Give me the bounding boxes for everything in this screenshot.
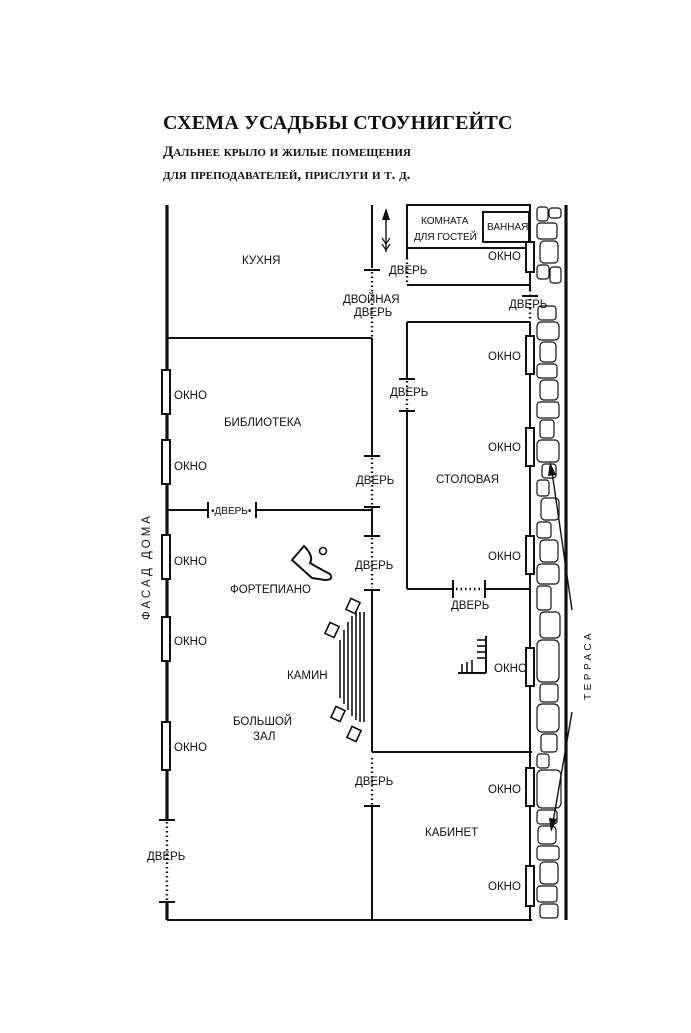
door-label: ДВЕРЬ [355, 776, 393, 788]
room-library-label: БИБЛИОТЕКА [224, 417, 302, 429]
window-label: ОКНО [494, 663, 527, 675]
terrace-stones [536, 206, 562, 919]
library-window-1 [161, 369, 171, 415]
room-piano-label: ФОРТЕПИАНО [230, 584, 311, 596]
up-arrow-icon [381, 208, 391, 252]
room-hall-label-2: ЗАЛ [253, 731, 275, 743]
fireplace-icon [323, 597, 365, 743]
terrace-label: ТЕРРАСА [583, 630, 594, 700]
door-label: ДВЕРЬ [451, 600, 489, 612]
window-label: ОКНО [174, 556, 207, 568]
diagram-title: СХЕМА УСАДЬБЫ СТОУНИГЕЙТС [163, 112, 513, 134]
double-door-label-1: ДВОЙНАЯ [343, 293, 400, 306]
staircase-icon [458, 636, 487, 674]
door-label: ДВЕРЬ [355, 560, 393, 572]
east-windows [525, 241, 535, 907]
library-door-label: •ДВЕРЬ• [211, 506, 252, 517]
piano-icon [290, 544, 333, 582]
double-door-label-2: ДВЕРЬ [354, 307, 392, 319]
terrace-pointers [548, 462, 573, 832]
door-label: ДВЕРЬ [356, 475, 394, 487]
window-label: ОКНО [174, 636, 207, 648]
window-label: ОКНО [488, 351, 521, 363]
window-label: ОКНО [174, 390, 207, 402]
piano-stool-icon [318, 546, 328, 556]
hall-window-2 [161, 616, 171, 662]
window-label: ОКНО [174, 742, 207, 754]
room-dining-label: СТОЛОВАЯ [436, 474, 499, 486]
room-guest-label-1: КОМНАТА [421, 216, 469, 227]
door-label: ДВЕРЬ [147, 851, 185, 863]
library-window-2 [161, 439, 171, 485]
diagram-subtitle-line1: Дальнее крыло и жилые помещения [163, 144, 411, 160]
door-label: ДВЕРЬ [389, 265, 427, 277]
window-label: ОКНО [488, 251, 521, 263]
hall-window-1 [161, 534, 171, 580]
diagram-subtitle-line2: для преподавателей, прислуги и т. д. [163, 167, 411, 183]
room-bathroom-label: ВАННАЯ [487, 222, 528, 233]
facade-label: ФАСАД ДОМА [141, 513, 153, 620]
door-label: ДВЕРЬ [390, 387, 428, 399]
window-label: ОКНО [488, 881, 521, 893]
window-label: ОКНО [488, 442, 521, 454]
window-label: ОКНО [174, 461, 207, 473]
window-label: ОКНО [488, 784, 521, 796]
room-hall-label-1: БОЛЬШОЙ [233, 715, 292, 728]
door-label: ДВЕРЬ [509, 299, 547, 311]
room-kitchen-label: КУХНЯ [242, 255, 280, 267]
hall-window-3 [161, 721, 171, 771]
facade-windows [161, 369, 171, 771]
room-study-label: КАБИНЕТ [425, 827, 478, 839]
room-guest-label-2: ДЛЯ ГОСТЕЙ [414, 230, 477, 243]
room-fireplace-label: КАМИН [287, 670, 328, 682]
window-label: ОКНО [488, 551, 521, 563]
